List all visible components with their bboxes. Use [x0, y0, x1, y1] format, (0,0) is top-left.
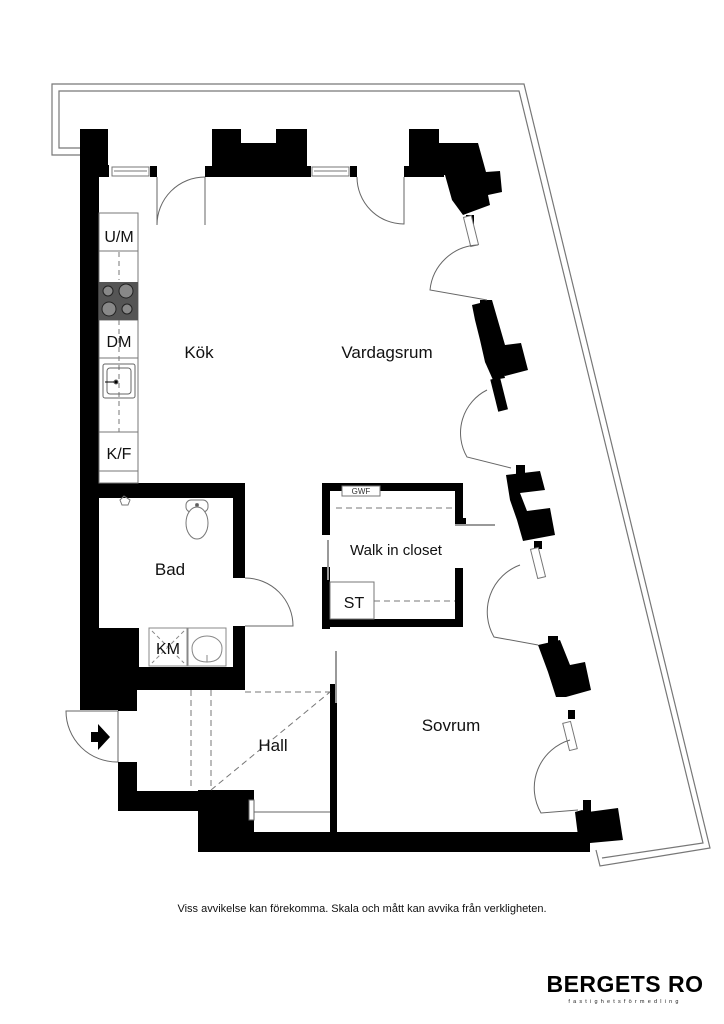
label-km: KM — [156, 641, 180, 658]
room-closet: Walk in closet — [350, 542, 443, 559]
entrance-arrow-icon — [91, 724, 110, 750]
room-hall: Hall — [258, 736, 287, 755]
stove-icon — [99, 282, 138, 320]
label-um: U/M — [104, 229, 133, 246]
room-living: Vardagsrum — [341, 343, 432, 362]
closet-fixtures — [329, 485, 455, 620]
hall-markings — [190, 690, 331, 791]
disclaimer: Viss avvikelse kan förekomma. Skala och … — [177, 903, 547, 915]
toilet-icon — [185, 499, 209, 540]
balcony-outline — [51, 83, 711, 867]
washing-machine — [148, 627, 188, 667]
brand-name: BERGETS RO — [546, 971, 704, 997]
walls — [80, 129, 623, 852]
door-swing-icon — [65, 176, 579, 821]
label-kf: K/F — [107, 446, 132, 463]
window-icon — [111, 166, 578, 752]
room-bedroom: Sovrum — [422, 716, 481, 735]
shower-icon — [119, 495, 131, 506]
room-bath: Bad — [155, 560, 185, 579]
brand-logo: BERGETS RO fastighetsförmedling — [540, 972, 710, 1005]
label-gwf: GWF — [352, 487, 371, 496]
label-dm: DM — [107, 334, 132, 351]
room-kitchen: Kök — [184, 343, 214, 362]
brand-tagline: fastighetsförmedling — [568, 999, 682, 1005]
washbasin-icon — [187, 627, 227, 667]
sink-icon — [102, 363, 136, 399]
label-st: ST — [344, 595, 365, 612]
